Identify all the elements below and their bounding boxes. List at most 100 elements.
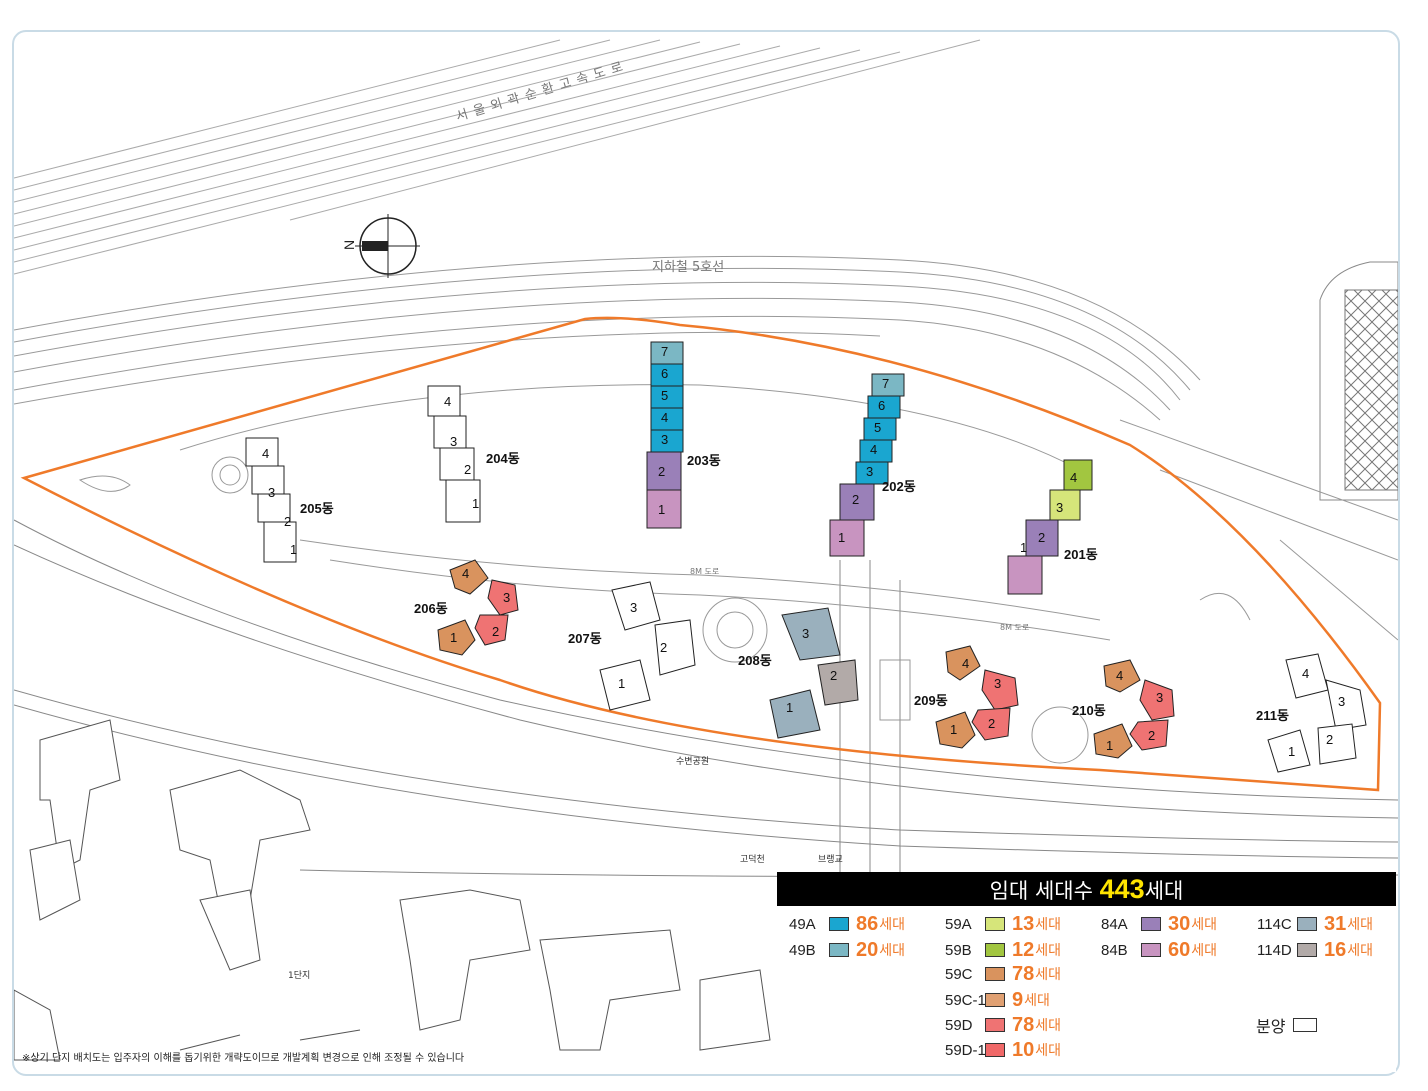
building-201[interactable] <box>1007 459 1093 595</box>
sale-swatch <box>1293 1018 1318 1032</box>
legend-swatch <box>829 917 849 931</box>
unit-number: 2 <box>988 716 996 731</box>
legend-count: 12 <box>1012 938 1035 961</box>
legend-count: 9 <box>1012 988 1024 1011</box>
footnote: ※상기 단지 배치도는 입주자의 이해를 돕기위한 개략도이므로 개발계획 변경… <box>22 1053 465 1064</box>
legend-unit: 세대 <box>1024 993 1050 1009</box>
unit-number: 4 <box>462 566 470 581</box>
building-202[interactable] <box>829 373 905 557</box>
cross-road <box>839 560 901 875</box>
unit-number: 1 <box>1106 738 1114 753</box>
unit-number: 3 <box>630 600 638 615</box>
legend-code: 59C <box>945 965 973 983</box>
building-label-208: 208동 <box>738 653 772 668</box>
unit-number: 4 <box>262 446 270 461</box>
building-label-206: 206동 <box>414 601 448 616</box>
legend-unit: 세대 <box>1191 917 1218 933</box>
legend-swatch <box>985 1018 1005 1032</box>
unit-number: 3 <box>866 464 874 479</box>
unit-number: 4 <box>444 394 452 409</box>
unit-number: 1 <box>950 722 958 737</box>
legend-title: 임대 세대수 443세대 <box>777 872 1396 906</box>
legend-unit: 세대 <box>1035 967 1062 983</box>
legend-unit: 세대 <box>1035 917 1062 933</box>
legend-swatch <box>829 943 849 957</box>
unit-number: 2 <box>1326 732 1334 747</box>
unit-number: 3 <box>661 432 669 447</box>
legend-swatch <box>1141 943 1161 957</box>
unit-number: 7 <box>661 344 669 359</box>
building-label-204: 204동 <box>486 451 520 466</box>
unit-number: 4 <box>870 442 878 457</box>
legend-code: 59D <box>945 1016 973 1034</box>
unit-number: 4 <box>661 410 669 425</box>
building-209[interactable] <box>935 645 1019 749</box>
building-206[interactable] <box>437 559 519 656</box>
building-203[interactable] <box>646 341 684 529</box>
legend-title-number: 443 <box>1099 874 1145 904</box>
legend-unit: 세대 <box>1035 1043 1062 1059</box>
legend-code: 59A <box>945 915 972 933</box>
legend-code: 84A <box>1101 915 1128 933</box>
building-211[interactable] <box>1267 653 1367 773</box>
unit-number: 6 <box>878 398 886 413</box>
unit-number: 1 <box>618 676 626 691</box>
legend-swatch <box>1297 943 1317 957</box>
label-complex1: 1단지 <box>288 971 311 981</box>
legend-swatch <box>1141 917 1161 931</box>
building-205[interactable] <box>245 437 297 563</box>
building-label-209: 209동 <box>914 693 948 708</box>
expressway-lines <box>14 39 981 275</box>
unit-number: 2 <box>658 464 666 479</box>
legend-code: 84B <box>1101 941 1128 959</box>
unit-number: 1 <box>450 630 458 645</box>
legend-unit: 세대 <box>1191 943 1218 959</box>
legend-unit: 세대 <box>1347 917 1374 933</box>
legend-unit: 세대 <box>879 943 906 959</box>
building-208[interactable] <box>769 607 859 739</box>
label-subway: 지하철 5호선 <box>652 260 725 275</box>
label-road-8m-b: 8M 도로 <box>1000 623 1030 632</box>
unit-number: 4 <box>1302 666 1310 681</box>
unit-number: 4 <box>1070 470 1078 485</box>
label-stream: 고덕천 <box>740 855 765 865</box>
svg-text:N: N <box>341 240 357 250</box>
building-label-211: 211동 <box>1256 708 1289 723</box>
legend-count: 30 <box>1168 912 1191 935</box>
unit-number: 7 <box>882 376 890 391</box>
sale-label: 분양 <box>1256 1017 1286 1036</box>
legend-code: 49A <box>789 915 816 933</box>
unit-number: 1 <box>1020 540 1028 555</box>
unit-number: 4 <box>962 656 970 671</box>
building-207[interactable] <box>599 581 696 711</box>
building-210[interactable] <box>1093 659 1175 759</box>
unit-number: 3 <box>268 485 276 500</box>
legend-unit: 세대 <box>879 917 906 933</box>
building-label-203: 203동 <box>687 453 721 468</box>
legend-swatch <box>985 917 1005 931</box>
label-road-8m-a: 8M 도로 <box>690 567 720 576</box>
legend-count: 13 <box>1012 912 1035 935</box>
complex1-buildings <box>14 719 771 1061</box>
unit-number: 3 <box>503 590 511 605</box>
building-label-210: 210동 <box>1072 703 1106 718</box>
legend-code: 59B <box>945 941 972 959</box>
legend-unit: 세대 <box>1035 1018 1062 1034</box>
legend-count: 78 <box>1012 962 1035 985</box>
river-lines <box>14 519 1398 878</box>
unit-number: 3 <box>1056 500 1064 515</box>
unit-number: 3 <box>1338 694 1346 709</box>
legend-count: 16 <box>1324 938 1347 961</box>
compass-icon <box>355 214 420 278</box>
unit-number: 2 <box>1148 728 1156 743</box>
unit-number: 5 <box>661 388 669 403</box>
building-204[interactable] <box>427 385 481 523</box>
